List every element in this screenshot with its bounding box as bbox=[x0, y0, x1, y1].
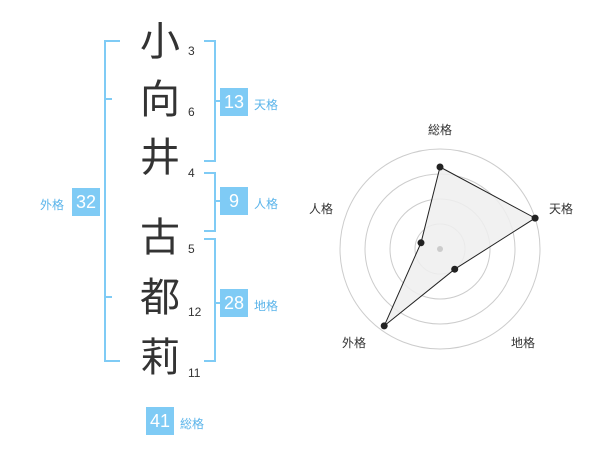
stroke-count-4: 5 bbox=[188, 242, 195, 256]
jinkaku-tick bbox=[214, 200, 222, 202]
gaikaku-bracket bbox=[104, 40, 120, 362]
stroke-count-2: 6 bbox=[188, 105, 195, 119]
stroke-count-5: 12 bbox=[188, 305, 202, 319]
radar-point bbox=[531, 214, 539, 222]
jinkaku-value: 9 bbox=[220, 187, 248, 215]
gaikaku-label: 外格 bbox=[40, 198, 65, 212]
axis-label-tenkaku: 天格 bbox=[549, 201, 573, 216]
soukaku-label: 総格 bbox=[180, 417, 205, 431]
axis-label-chikaku: 地格 bbox=[511, 335, 535, 350]
axis-label-soukaku: 総格 bbox=[428, 122, 452, 137]
radar-grid-ring bbox=[339, 148, 541, 350]
radar-point bbox=[380, 322, 388, 330]
jinkaku-label: 人格 bbox=[254, 197, 279, 211]
tenkaku-tick bbox=[214, 100, 222, 102]
soukaku-value: 41 bbox=[146, 407, 174, 435]
name-char-3: 井 bbox=[140, 135, 180, 181]
radar-points bbox=[380, 163, 539, 330]
chikaku-value: 28 bbox=[220, 289, 248, 317]
stroke-count-6: 11 bbox=[188, 366, 201, 380]
gaikaku-value: 32 bbox=[72, 188, 100, 216]
name-char-1: 小 bbox=[140, 19, 180, 65]
stroke-count-1: 3 bbox=[188, 44, 195, 58]
radar-point bbox=[436, 163, 444, 171]
tenkaku-value: 13 bbox=[220, 88, 248, 116]
radar-point bbox=[451, 265, 459, 273]
name-char-5: 都 bbox=[140, 275, 180, 321]
stroke-count-3: 4 bbox=[188, 166, 195, 180]
chikaku-label: 地格 bbox=[254, 299, 279, 313]
jinkaku-bracket bbox=[204, 172, 216, 232]
radar-center-dot bbox=[437, 246, 443, 252]
tenkaku-label: 天格 bbox=[254, 98, 279, 112]
axis-label-gaikaku: 外格 bbox=[342, 335, 366, 350]
name-char-6: 莉 bbox=[140, 335, 180, 381]
radar-area bbox=[383, 166, 537, 327]
chikaku-tick bbox=[214, 302, 222, 304]
name-char-2: 向 bbox=[140, 77, 180, 123]
radar-point bbox=[417, 239, 425, 247]
chikaku-bracket bbox=[204, 238, 216, 362]
name-char-4: 古 bbox=[140, 215, 180, 261]
axis-label-jinkaku: 人格 bbox=[309, 201, 333, 216]
left-tick bbox=[104, 296, 112, 298]
left-tick bbox=[104, 98, 112, 100]
